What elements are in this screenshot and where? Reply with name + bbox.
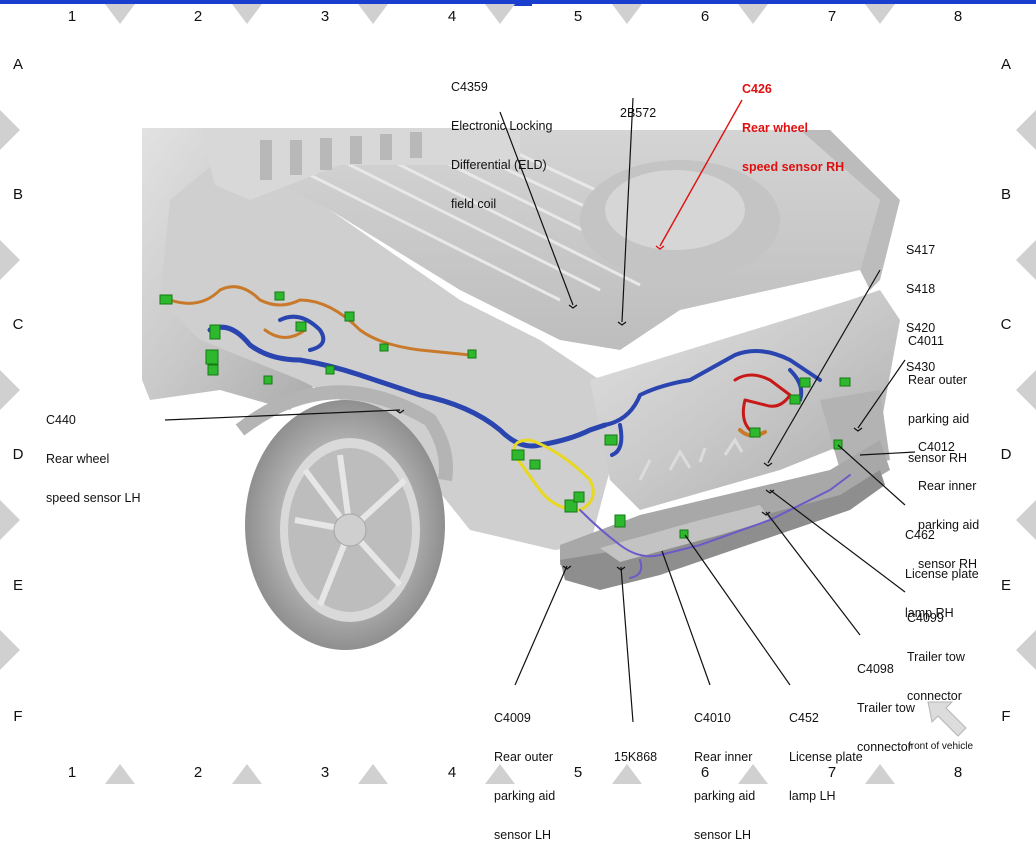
callout-c4011-line-4: sensor RH: [908, 451, 968, 465]
callout-c4359: C4359 Electronic Locking Differential (E…: [451, 55, 552, 224]
callout-c440-line-1: C440: [46, 413, 76, 427]
grid-col-bottom-3: 3: [320, 764, 330, 781]
callout-c4099-line-3: connector: [907, 689, 962, 703]
callout-c426-line-1: C426: [742, 82, 772, 96]
front-of-vehicle-arrow-icon: [927, 701, 967, 737]
grid-col-top-3: 3: [320, 8, 330, 25]
grid-row-left-a: A: [12, 56, 23, 73]
callout-c462: C462 License plate lamp RH: [905, 503, 979, 633]
callout-c4009-line-3: parking aid: [494, 789, 556, 803]
callout-c4010: C4010 Rear inner parking aid sensor LH: [694, 686, 755, 855]
callout-c4011-line-3: parking aid: [908, 412, 970, 426]
callout-c452-line-3: lamp LH: [789, 789, 836, 803]
callout-c4359-line-1: C4359: [451, 80, 488, 94]
grid-row-right-d: D: [1000, 446, 1012, 463]
callout-c4099-line-2: Trailer tow: [907, 650, 965, 664]
grid-col-bottom-5: 5: [573, 764, 583, 781]
callout-2b572: 2B572: [620, 81, 656, 133]
callout-c462-line-2: License plate: [905, 567, 979, 581]
callout-c4359-line-3: Differential (ELD): [451, 158, 547, 172]
callout-c4098-line-2: Trailer tow: [857, 701, 915, 715]
grid-col-bottom-6: 6: [700, 764, 710, 781]
grid-col-top-1: 1: [67, 8, 77, 25]
grid-row-right-c: C: [1000, 316, 1012, 333]
callout-splices-line-3: S420: [906, 321, 936, 335]
callout-c440-line-2: Rear wheel: [46, 452, 110, 466]
callout-c426-line-3: speed sensor RH: [742, 160, 845, 174]
grid-row-right-f: F: [1001, 708, 1011, 725]
grid-col-bottom-4: 4: [447, 764, 457, 781]
grid-row-left-b: B: [12, 186, 23, 203]
grid-col-top-8: 8: [953, 8, 963, 25]
top-center-tab: [492, 0, 532, 6]
grid-row-left-f: F: [13, 708, 23, 725]
callout-c4099: C4099 Trailer tow connector: [907, 586, 965, 716]
callout-c4010-line-2: Rear inner: [694, 750, 753, 764]
leader-line-c426: [659, 99, 743, 247]
grid-row-right-b: B: [1000, 186, 1011, 203]
callout-c4009-line-4: sensor LH: [494, 828, 551, 842]
callout-c4359-line-2: Electronic Locking: [451, 119, 553, 133]
callout-2b572-line-1: 2B572: [620, 106, 657, 120]
callout-c4011-line-2: Rear outer: [908, 373, 968, 387]
callout-c4012-line-1: C4012: [918, 440, 955, 454]
callout-c452-line-2: License plate: [789, 750, 863, 764]
callout-c452-line-1: C452: [789, 711, 819, 725]
grid-col-bottom-2: 2: [193, 764, 203, 781]
callout-c452: C452 License plate lamp LH: [789, 686, 863, 816]
leader-lines: [164, 97, 916, 723]
grid-row-left-c: C: [12, 316, 24, 333]
grid-col-top-4: 4: [447, 8, 457, 25]
grid-col-bottom-7: 7: [827, 764, 837, 781]
callout-c4012-line-3: parking aid: [918, 518, 980, 532]
diagram-canvas: [0, 0, 1036, 784]
callout-c4099-line-1: C4099: [907, 611, 944, 625]
callout-c4010-line-3: parking aid: [694, 789, 756, 803]
callout-c4009-line-2: Rear outer: [494, 750, 554, 764]
grid-col-top-5: 5: [573, 8, 583, 25]
callout-c4359-line-4: field coil: [451, 197, 497, 211]
callout-c4098: C4098 Trailer tow connector: [857, 637, 915, 767]
callout-15k868: 15K868: [614, 725, 657, 777]
callout-c4012-line-4: sensor RH: [918, 557, 978, 571]
callout-c440-line-3: speed sensor LH: [46, 491, 141, 505]
callout-c426-line-2: Rear wheel: [742, 121, 809, 135]
grid-col-top-2: 2: [193, 8, 203, 25]
callout-c462-line-1: C462: [905, 528, 935, 542]
grid-col-bottom-1: 1: [67, 764, 77, 781]
callout-c4011: C4011 Rear outer parking aid sensor RH: [908, 309, 969, 478]
callout-c462-line-3: lamp RH: [905, 606, 954, 620]
callout-c4012-line-2: Rear inner: [918, 479, 977, 493]
callout-splices-line-1: S417: [906, 243, 936, 257]
callout-c4010-line-1: C4010: [694, 711, 731, 725]
callout-c4098-line-3: connector: [857, 740, 912, 754]
callout-c4011-line-1: C4011: [908, 334, 944, 348]
harness-wiring: [168, 285, 851, 579]
callout-c426: C426 Rear wheel speed sensor RH: [742, 57, 844, 187]
front-of-vehicle-label: front of vehicle: [908, 741, 974, 752]
border-diamonds: [0, 4, 1036, 784]
grid-row-right-e: E: [1000, 577, 1011, 594]
callout-splices-line-2: S418: [906, 282, 936, 296]
grid-col-bottom-8: 8: [953, 764, 963, 781]
callout-c440: C440 Rear wheel speed sensor LH: [46, 388, 141, 518]
callout-c4010-line-4: sensor LH: [694, 828, 751, 842]
grid-row-left-d: D: [12, 446, 24, 463]
callout-splices-line-4: S430: [906, 360, 936, 374]
grid-col-top-6: 6: [700, 8, 710, 25]
callout-c4012: C4012 Rear inner parking aid sensor RH: [918, 415, 979, 584]
grid-row-right-a: A: [1000, 56, 1011, 73]
callout-splices: S417 S418 S420 S430: [906, 218, 935, 387]
connector-markers: [159, 291, 851, 539]
callout-c4098-line-1: C4098: [857, 662, 894, 676]
grid-row-left-e: E: [12, 577, 23, 594]
callout-15k868-line-1: 15K868: [614, 750, 658, 764]
callout-c4009: C4009 Rear outer parking aid sensor LH: [494, 686, 555, 855]
grid-col-top-7: 7: [827, 8, 837, 25]
callout-c4009-line-1: C4009: [494, 711, 531, 725]
